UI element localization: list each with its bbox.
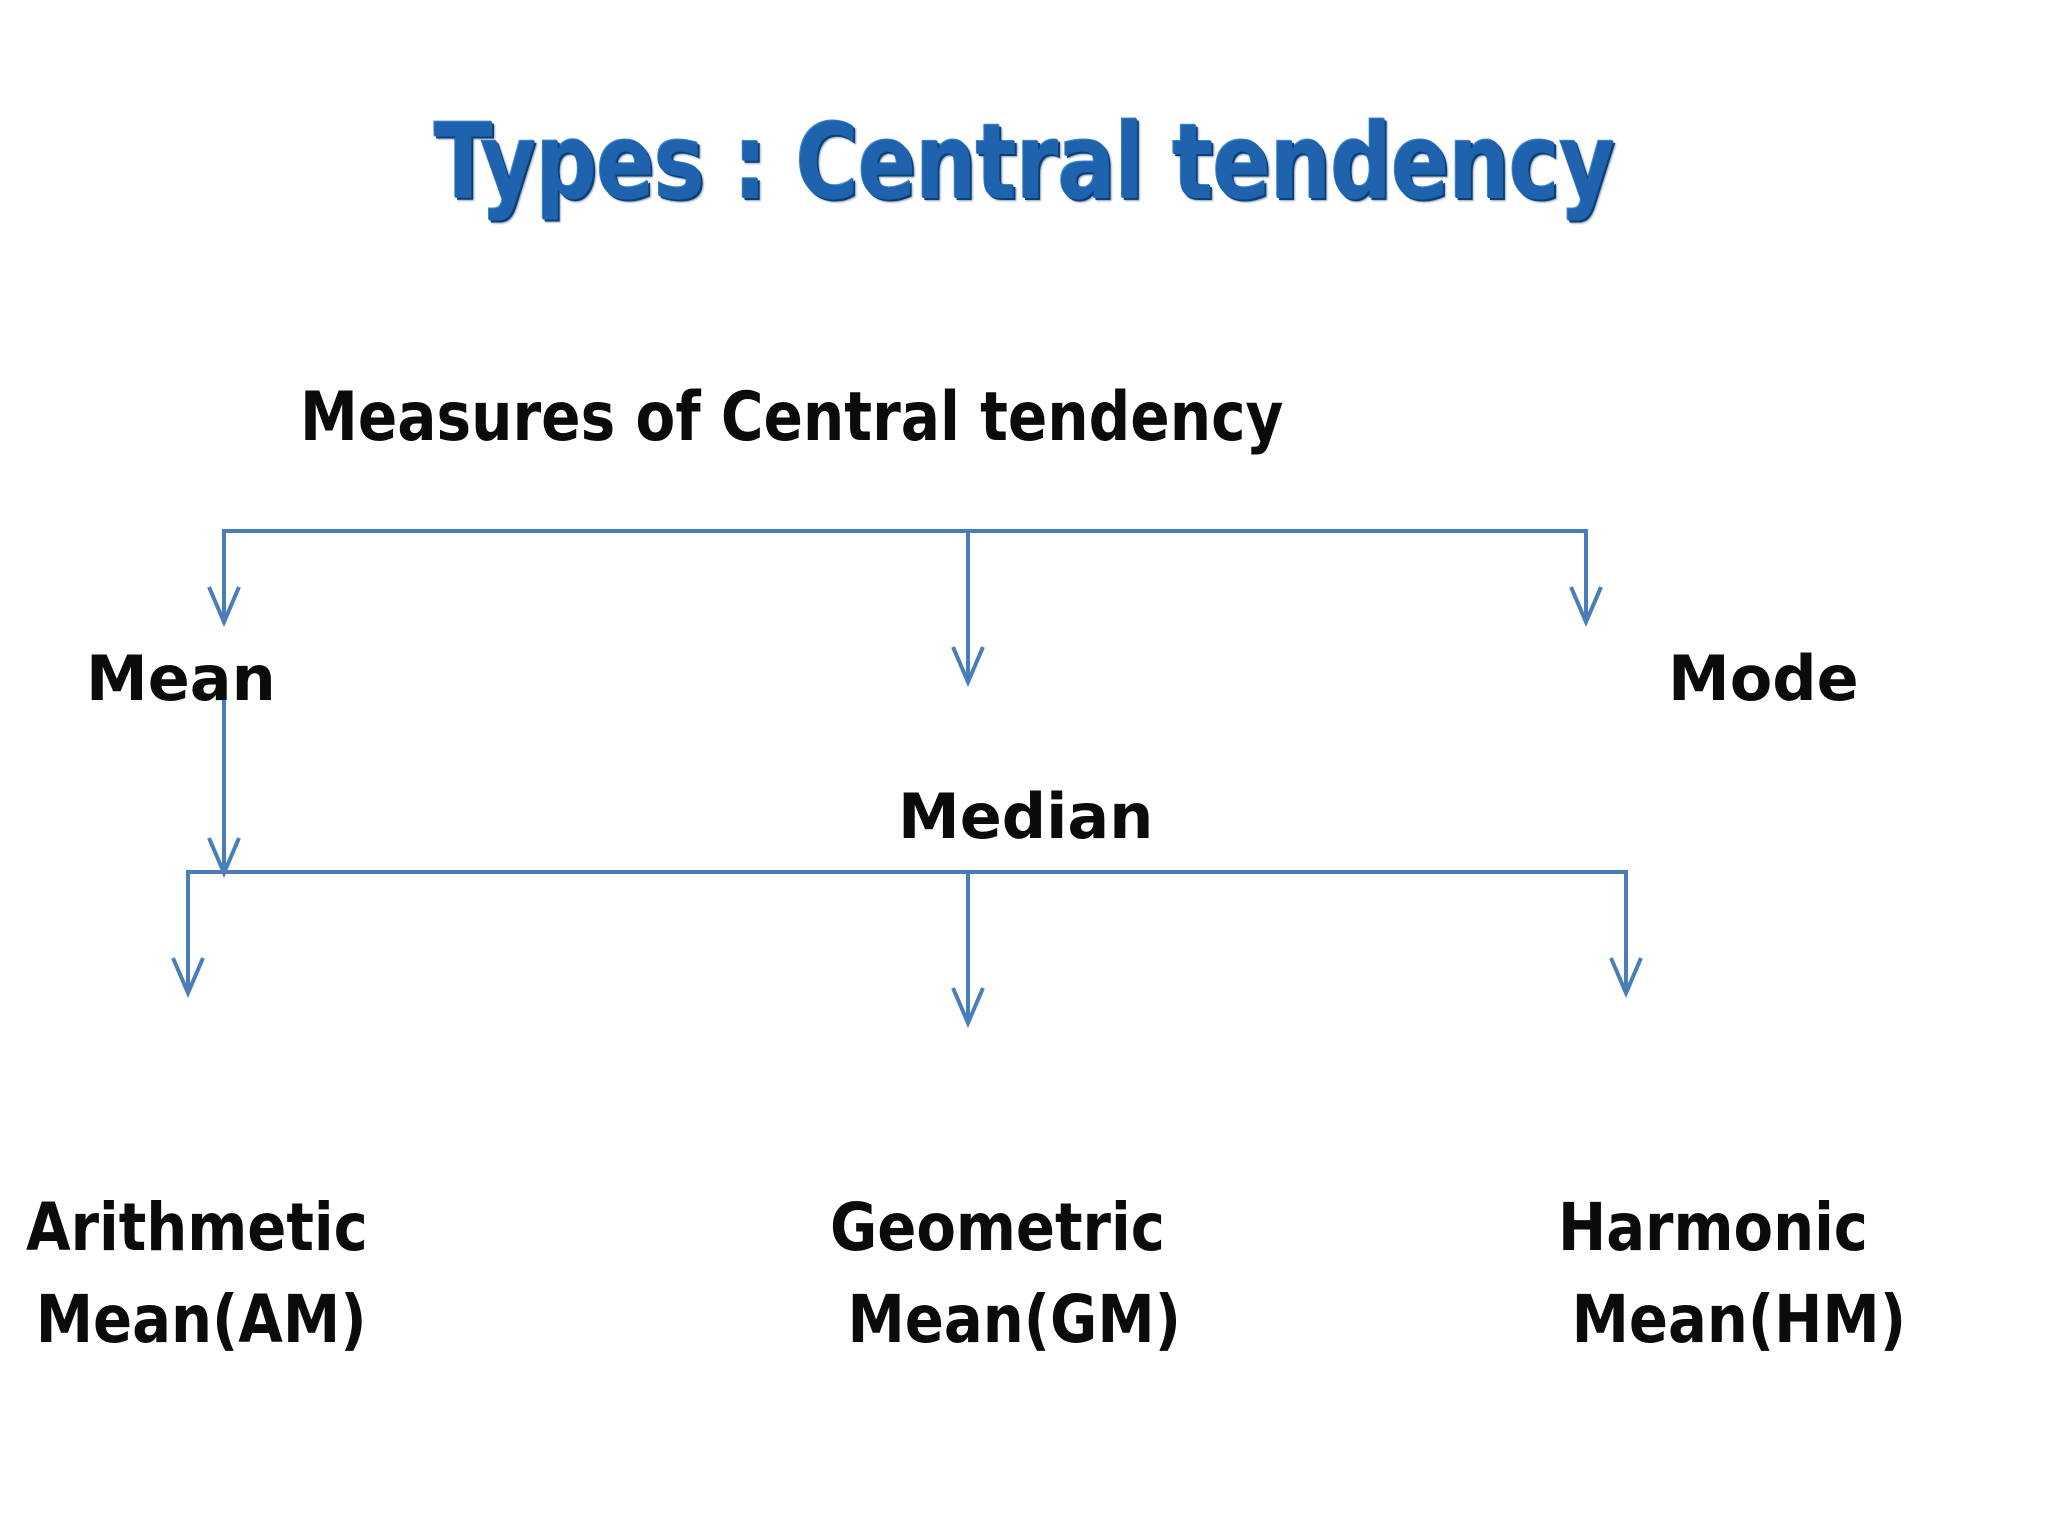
node-geometric-mean-line1: Geometric — [830, 1189, 1165, 1266]
node-harmonic-mean: Harmonic Mean(HM) — [1558, 1182, 1906, 1367]
node-arithmetic-mean-line2: Mean(AM) — [35, 1281, 367, 1359]
node-arithmetic-mean: Arithmetic Mean(AM) — [26, 1182, 368, 1367]
node-harmonic-mean-line2: Mean(HM) — [1571, 1281, 1907, 1359]
node-harmonic-mean-line1: Harmonic — [1558, 1189, 1868, 1266]
diagram-root-label: Measures of Central tendency — [300, 378, 1284, 457]
node-mean: Mean — [86, 642, 276, 715]
node-median: Median — [898, 780, 1154, 853]
page-title: Types : Central tendency — [433, 101, 1615, 223]
node-mode: Mode — [1668, 642, 1859, 715]
node-geometric-mean-line2: Mean(GM) — [847, 1281, 1181, 1359]
node-geometric-mean: Geometric Mean(GM) — [830, 1182, 1181, 1367]
node-arithmetic-mean-line1: Arithmetic — [26, 1189, 368, 1266]
